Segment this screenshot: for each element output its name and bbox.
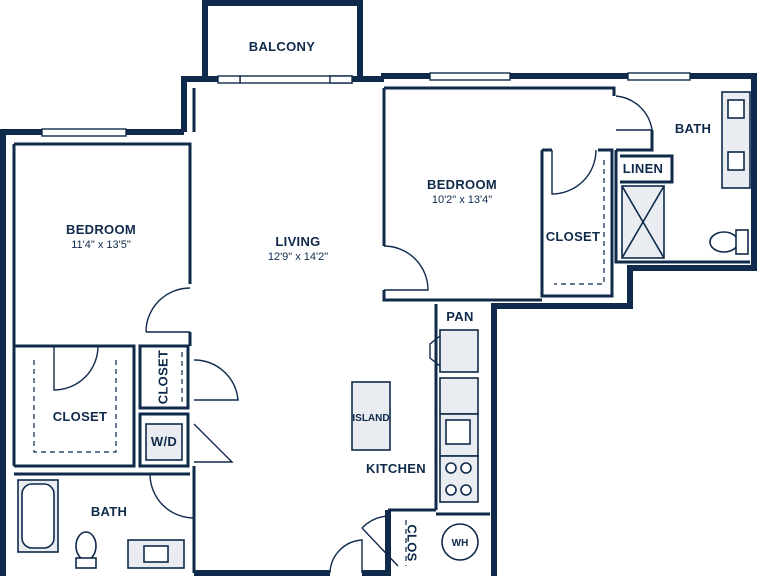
closet2-wall [138,344,190,410]
toilet-tank-1 [75,557,97,569]
toilet-bowl-1 [75,531,97,561]
right-wall [491,73,757,530]
door-closet2 [193,359,239,401]
door-wd [193,423,234,463]
door-clos [361,515,399,567]
burner-4 [460,484,472,496]
closet1-shelf [33,360,117,453]
window-bath2 [627,72,691,81]
wd-label: W/D [151,434,177,449]
counter-1 [439,377,479,415]
fridge [439,329,479,373]
closet2-label: CLOSET [155,350,170,405]
window-bedroom2 [429,72,511,81]
closet1-wall [14,344,136,468]
bath1-label: BATH [91,504,127,519]
bath2-notch [616,130,654,152]
living-label: LIVING [275,234,320,249]
closet3-wall [540,148,614,298]
wd-wall [138,412,190,468]
bathtub-basin [21,483,55,549]
bed2-bottom [382,290,542,302]
window-balcony-right [329,75,353,84]
door-closet1 [53,345,99,391]
doors [53,95,653,574]
door-bed1 [145,287,191,333]
door-bath1 [149,473,195,519]
windows [41,72,691,137]
wh-label: WH [452,538,469,549]
shower-diag-2 [621,185,665,259]
living-dims: 12'9" x 14'2" [268,251,328,263]
toilet-tank-2 [735,229,749,255]
sink-2a [727,99,745,119]
bedroom2-dims: 10'2" x 13'4" [432,194,492,206]
door-closet3 [551,149,597,195]
washer-dryer [145,423,183,461]
door-bed2 [383,245,429,291]
kitchen-label: KITCHEN [366,461,426,476]
linen-label: LINEN [623,161,664,176]
sink-2b [727,151,745,171]
fixtures [17,91,751,569]
fridge-door [429,335,441,367]
labels: BALCONY BEDROOM 11'4" x 13'5" LIVING 12'… [53,39,711,562]
water-heater [441,523,479,561]
linen-wall [620,154,674,184]
toilet-bowl-2 [709,231,739,253]
window-balcony-left [217,75,241,84]
bedroom1-label: BEDROOM [66,222,136,237]
interior-walls [12,86,750,573]
pantry-label: PAN [446,309,473,324]
burner-2 [460,462,472,474]
bath2-label: BATH [675,121,711,136]
bath2-west [614,150,750,264]
bed2-top [384,86,616,96]
window-bedroom1 [41,128,127,137]
bottom-wall-mid [362,510,391,576]
sink-1 [143,545,169,563]
shelves [33,160,605,566]
bedroom2-label: BEDROOM [427,177,497,192]
range [439,455,479,503]
clos-label: CLOS [405,524,420,561]
top-wall-bed2 [381,73,430,79]
burner-1 [445,462,457,474]
door-entry [329,539,363,574]
top-wall-left [181,76,240,132]
burner-3 [445,484,457,496]
balcony-wall [202,0,363,76]
island [351,381,391,451]
closet1-label: CLOSET [53,409,108,424]
closet3-shelf [554,160,605,285]
door-bath2 [615,95,653,131]
balcony-label: BALCONY [249,39,315,54]
bedroom1-dims: 11'4" x 13'5" [71,239,131,251]
island-label: ISLAND [352,413,389,424]
kitchen-sink [445,419,471,445]
closet3-label: CLOSET [546,229,601,244]
bed1-inner-top [14,142,192,284]
